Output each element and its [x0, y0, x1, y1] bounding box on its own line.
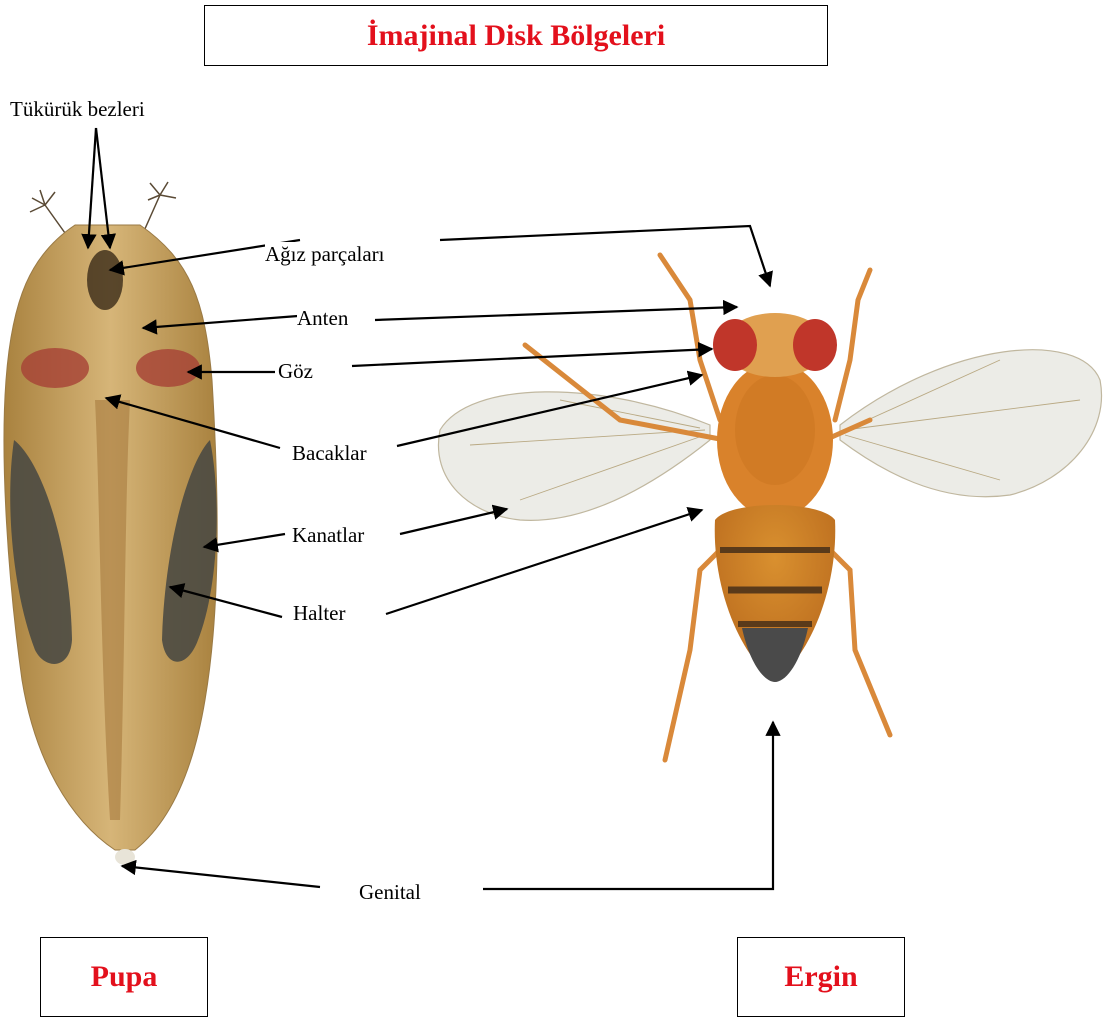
- label-genital: Genital: [359, 880, 421, 904]
- label-mouth-parts: Ağız parçaları: [265, 242, 385, 266]
- label-haltere: Halter: [293, 601, 345, 625]
- arrow-wings-adult: [400, 509, 507, 534]
- label-antenna: Anten: [297, 306, 348, 330]
- adult-stage-label: Ergin: [737, 937, 905, 1017]
- label-eye: Göz: [278, 359, 313, 383]
- label-legs: Bacaklar: [292, 441, 367, 465]
- pupa-illustration: [4, 182, 217, 865]
- arrow-antenna-adult: [375, 307, 737, 320]
- label-salivary-glands: Tükürük bezleri: [10, 97, 145, 121]
- diagram-title: İmajinal Disk Bölgeleri: [204, 5, 828, 66]
- adult-fly-illustration: [438, 255, 1101, 760]
- arrow-genital-adult: [483, 722, 773, 889]
- arrow-genital-pupa: [122, 866, 320, 887]
- arrow-mouth-adult: [440, 226, 770, 286]
- label-wings: Kanatlar: [292, 523, 364, 547]
- pupa-stage-label: Pupa: [40, 937, 208, 1017]
